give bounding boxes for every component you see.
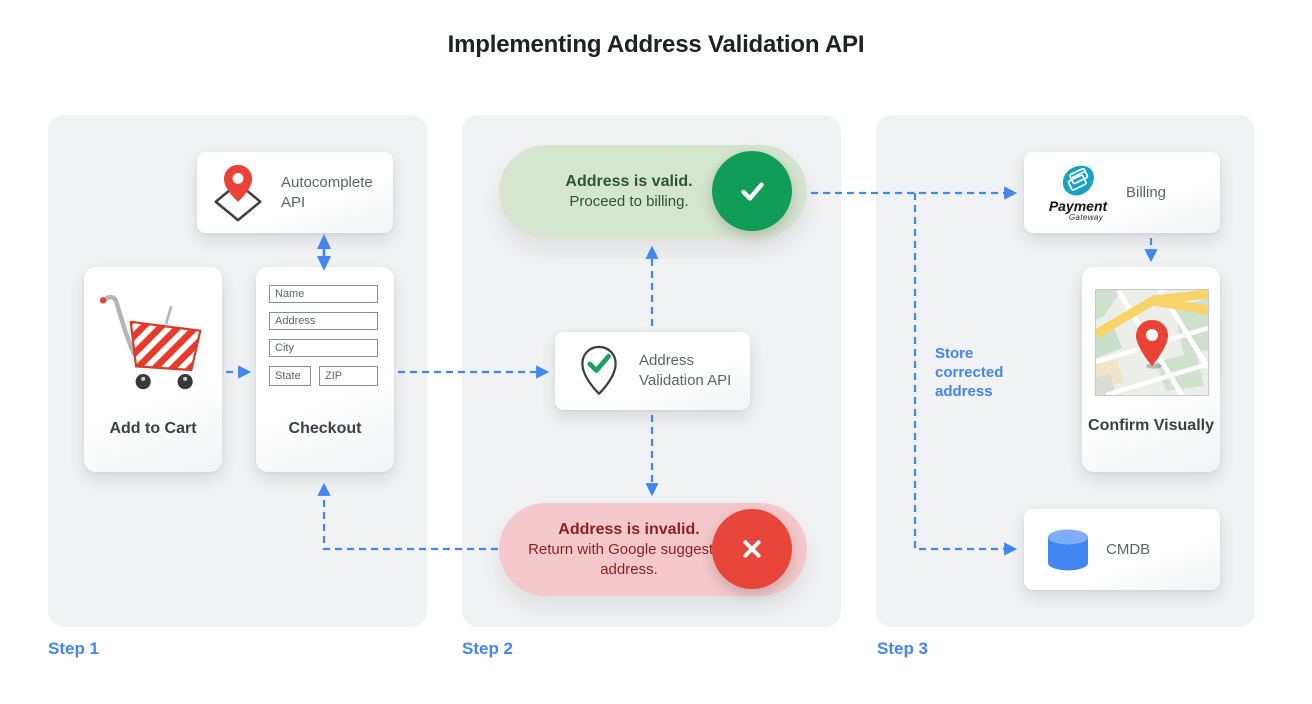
- payment-gateway-subname: Gateway: [1068, 212, 1104, 222]
- pin-with-checkmark-icon: [581, 345, 617, 395]
- valid-subtext: Proceed to billing.: [569, 193, 689, 210]
- cmdb-card: CMDB: [1024, 509, 1220, 590]
- invalid-subtext: Return with Google suggested address.: [528, 541, 730, 578]
- name-field: Name: [269, 285, 378, 303]
- city-field: City: [269, 339, 378, 357]
- step1-label: Step 1: [48, 639, 100, 658]
- store-corrected-address-note: Store corrected address: [935, 345, 1004, 400]
- invalid-headline: Address is invalid.: [558, 521, 700, 538]
- zip-field: ZIP: [319, 366, 378, 386]
- address-validation-api-label: Address Validation API: [639, 352, 732, 389]
- payment-gateway-logo: Payment Gateway: [1042, 164, 1114, 222]
- valid-headline: Address is valid.: [565, 173, 693, 190]
- add-to-cart-label: Add to Cart: [109, 420, 197, 437]
- confirm-visually-label: Confirm Visually: [1088, 417, 1214, 434]
- checkout-form: Name Address City State ZIP: [269, 285, 378, 395]
- address-invalid-pill: Address is invalid. Return with Google s…: [499, 503, 807, 596]
- checkout-label: Checkout: [288, 420, 362, 437]
- map-pin-over-diamond-icon: [214, 164, 262, 221]
- address-valid-pill: Address is valid. Proceed to billing.: [499, 145, 807, 238]
- checkmark-circle-icon: [712, 151, 792, 231]
- x-circle-icon: [712, 509, 792, 589]
- map-with-pin-image: [1093, 288, 1211, 398]
- checkout-card: Name Address City State ZIP Checkout: [256, 267, 394, 472]
- confirm-visually-card: Confirm Visually: [1082, 267, 1220, 472]
- cmdb-label: CMDB: [1106, 540, 1151, 558]
- payment-gateway-blob-icon: [1062, 165, 1094, 195]
- add-to-cart-card: Add to Cart: [84, 267, 222, 472]
- page-title: Implementing Address Validation API: [447, 31, 865, 58]
- database-cylinder-icon: [1048, 529, 1088, 570]
- state-field: State: [269, 366, 311, 386]
- step3-label: Step 3: [877, 639, 929, 658]
- autocomplete-api-card: Autocomplete API: [197, 152, 393, 233]
- billing-card: Payment Gateway Billing: [1024, 152, 1220, 233]
- step2-label: Step 2: [462, 639, 514, 658]
- billing-label: Billing: [1126, 183, 1167, 201]
- autocomplete-api-label: Autocomplete API: [281, 173, 373, 211]
- address-validation-api-card: Address Validation API: [555, 332, 750, 410]
- shopping-cart-icon: [99, 294, 202, 390]
- payment-gateway-name: Payment: [1048, 197, 1108, 214]
- address-field: Address: [269, 312, 378, 330]
